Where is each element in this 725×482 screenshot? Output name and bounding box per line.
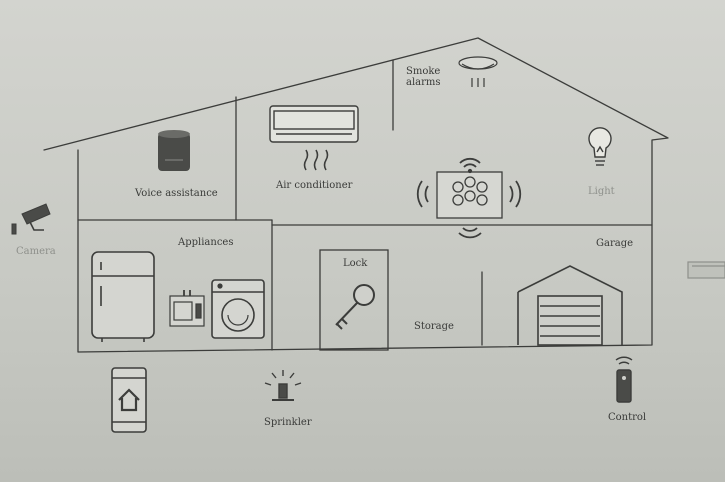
refrigerator-icon xyxy=(91,251,155,342)
garage-icon xyxy=(517,265,623,346)
air-conditioner-icon xyxy=(269,105,359,171)
voice-assistant-icon xyxy=(158,130,190,171)
house-outline xyxy=(43,37,669,353)
storage-label: Storage xyxy=(414,321,454,332)
smartphone-home-icon xyxy=(111,367,147,433)
smoke-alarms-label: Smoke alarms xyxy=(406,66,441,88)
control-label: Control xyxy=(608,412,647,423)
hub-icon xyxy=(416,157,522,239)
air-conditioner-label: Air conditioner xyxy=(276,180,353,191)
lock-label: Lock xyxy=(343,258,368,269)
upper-floor-line xyxy=(77,219,653,226)
remote-control-icon xyxy=(615,356,633,403)
lock-room-box xyxy=(319,249,389,351)
voice-assistance-label: Voice assistance xyxy=(135,188,218,199)
microwave-icon xyxy=(169,290,205,327)
camera-icon xyxy=(11,203,51,235)
camera-label: Camera xyxy=(16,246,56,257)
sprinkler-label: Sprinkler xyxy=(264,417,312,428)
smoke-alarm-icon xyxy=(458,56,498,87)
garage-label: Garage xyxy=(596,238,634,249)
light-bulb-icon xyxy=(588,127,612,166)
washing-machine-icon xyxy=(211,279,265,339)
key-icon xyxy=(335,284,375,330)
appliances-label: Appliances xyxy=(178,237,234,248)
light-label: Light xyxy=(588,186,615,197)
sprinkler-icon xyxy=(264,370,302,401)
partition-lines xyxy=(235,59,483,351)
sensor-icon xyxy=(687,261,725,279)
